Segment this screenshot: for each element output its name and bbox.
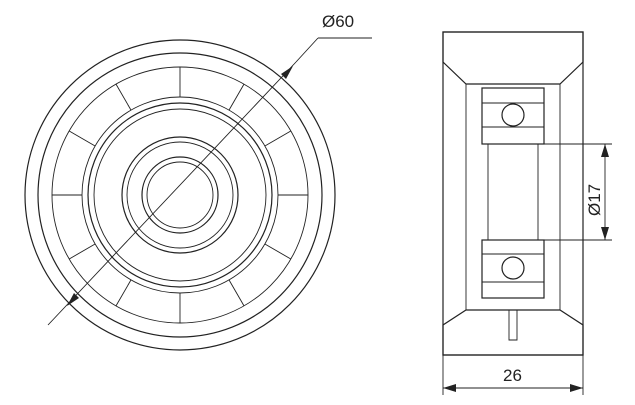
ball-bottom xyxy=(501,256,525,280)
bore-arrow-top xyxy=(601,144,609,157)
diameter-dimension-line xyxy=(47,61,297,326)
section-outline xyxy=(442,31,584,356)
front-view: Ø60 xyxy=(24,12,372,351)
tread-inner-circle xyxy=(37,52,323,338)
bearing-race-circle xyxy=(126,141,234,249)
ribs xyxy=(52,67,308,323)
section-view: Ø17 26 xyxy=(442,31,612,395)
tread-section-top xyxy=(442,31,584,85)
bore-gap xyxy=(487,143,539,241)
hub-outer-ring xyxy=(81,96,279,294)
diameter-leader-line xyxy=(295,37,319,63)
diameter-arrow-top xyxy=(281,66,293,79)
bore-diameter-label: Ø17 xyxy=(585,184,604,216)
bore-circle xyxy=(141,156,219,234)
bore-inner-circle xyxy=(146,161,214,229)
outer-rim-circle xyxy=(24,39,336,351)
hub-inner-circle xyxy=(93,108,267,282)
spoke-outer-ring xyxy=(51,66,309,324)
outer-diameter-label: Ø60 xyxy=(322,12,354,31)
width-arrow-left xyxy=(443,384,456,392)
width-label: 26 xyxy=(503,366,522,385)
hub-circle xyxy=(87,102,273,288)
bearing-bottom xyxy=(481,239,545,299)
diameter-arrow-bottom xyxy=(67,293,79,306)
bearing-outer-circle xyxy=(121,136,239,254)
bearing-top xyxy=(481,87,545,145)
width-arrow-right xyxy=(570,384,583,392)
bore-arrow-bottom xyxy=(601,227,609,240)
ball-top xyxy=(501,103,525,127)
groove-notch xyxy=(508,310,518,341)
tread-section-bottom xyxy=(442,309,584,356)
